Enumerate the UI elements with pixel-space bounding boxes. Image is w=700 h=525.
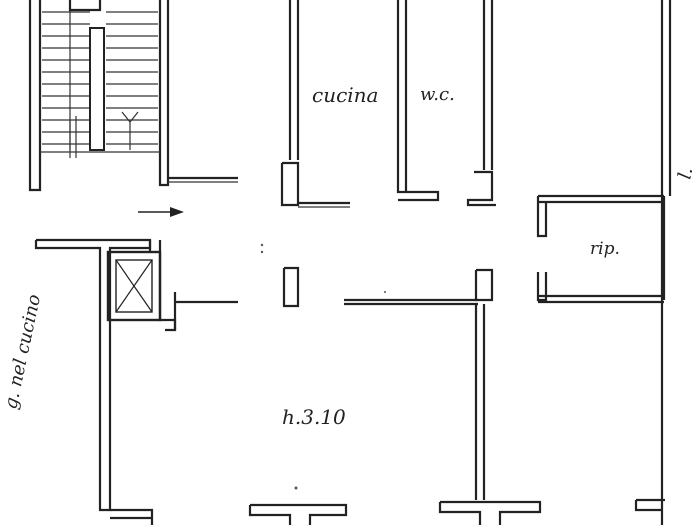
corridor-wall-left xyxy=(34,238,152,512)
left-margin-note: g. nel cucino xyxy=(0,292,45,411)
stair-treads-right xyxy=(40,11,160,153)
right-margin-note: l. xyxy=(674,165,697,181)
stair-treads-left xyxy=(42,5,90,150)
elevator xyxy=(106,250,162,322)
kitchen-wc-wall xyxy=(396,0,440,202)
elevator-cross-icon xyxy=(115,259,153,313)
corridor-wall-lower xyxy=(282,266,300,308)
ceiling-height-label: h.3.10 xyxy=(282,405,346,429)
storage-label: rip. xyxy=(590,239,620,259)
arrow-right-icon xyxy=(138,207,184,217)
storage-room xyxy=(536,194,664,238)
right-outer-wall xyxy=(660,0,672,525)
stairs-icon xyxy=(69,111,139,158)
kitchen-label: cucina xyxy=(312,83,378,107)
room-divider-lower xyxy=(474,304,486,500)
kitchen-wall-left xyxy=(288,0,300,160)
staircase xyxy=(28,0,170,192)
bottom-walls xyxy=(110,498,665,525)
wc-label: w.c. xyxy=(420,84,455,105)
wc-wall-right xyxy=(482,0,494,170)
